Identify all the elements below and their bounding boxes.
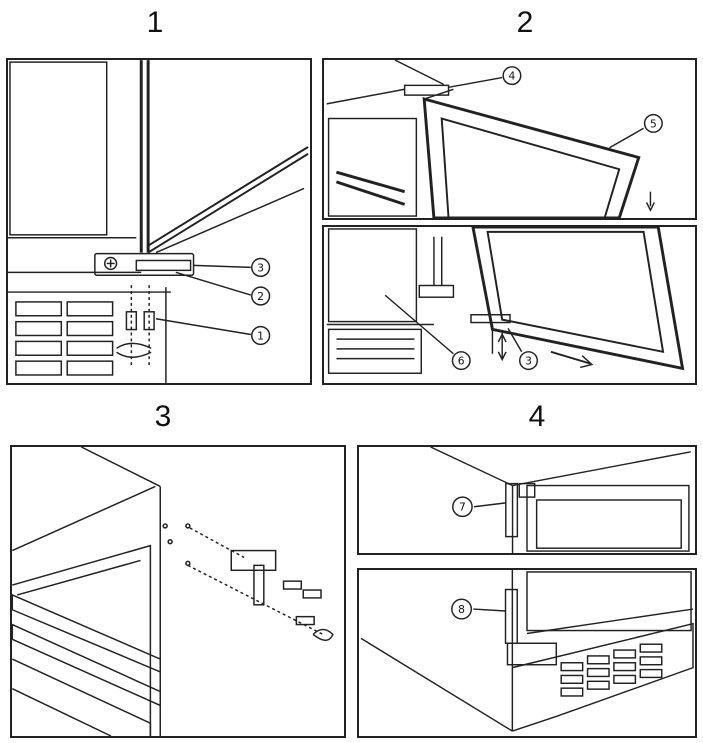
illustration-step-3 (12, 447, 334, 736)
panel-step-4-top: 7 (357, 445, 697, 555)
step-number-4: 4 (528, 400, 546, 433)
callout-2: 2 (257, 290, 264, 303)
callout-7: 7 (459, 502, 466, 514)
callout-6: 6 (458, 354, 465, 367)
callout-8: 8 (458, 603, 465, 616)
step-number-2: 2 (516, 6, 534, 39)
step-number-1: 1 (146, 6, 164, 39)
callout-5: 5 (650, 117, 657, 130)
callout-1: 1 (257, 329, 264, 342)
panel-step-2-top: 4 5 (322, 58, 697, 220)
illustration-step-2-top: 4 5 (326, 60, 663, 218)
illustration-step-4-bottom: 8 (360, 570, 694, 732)
illustration-step-4-top: 7 (430, 447, 691, 553)
callout-3b: 3 (525, 354, 532, 367)
step-number-3: 3 (154, 400, 172, 433)
callout-4: 4 (509, 70, 516, 83)
panel-step-1: 3 2 1 (6, 58, 312, 385)
panel-step-3 (10, 445, 346, 738)
panel-step-2-bottom: 6 3 (322, 225, 697, 385)
panel-step-4-bottom: 8 (357, 568, 697, 738)
callout-3: 3 (257, 261, 264, 274)
illustration-step-2-bottom: 6 3 (326, 227, 685, 374)
illustration-step-1: 3 2 1 (8, 60, 309, 383)
